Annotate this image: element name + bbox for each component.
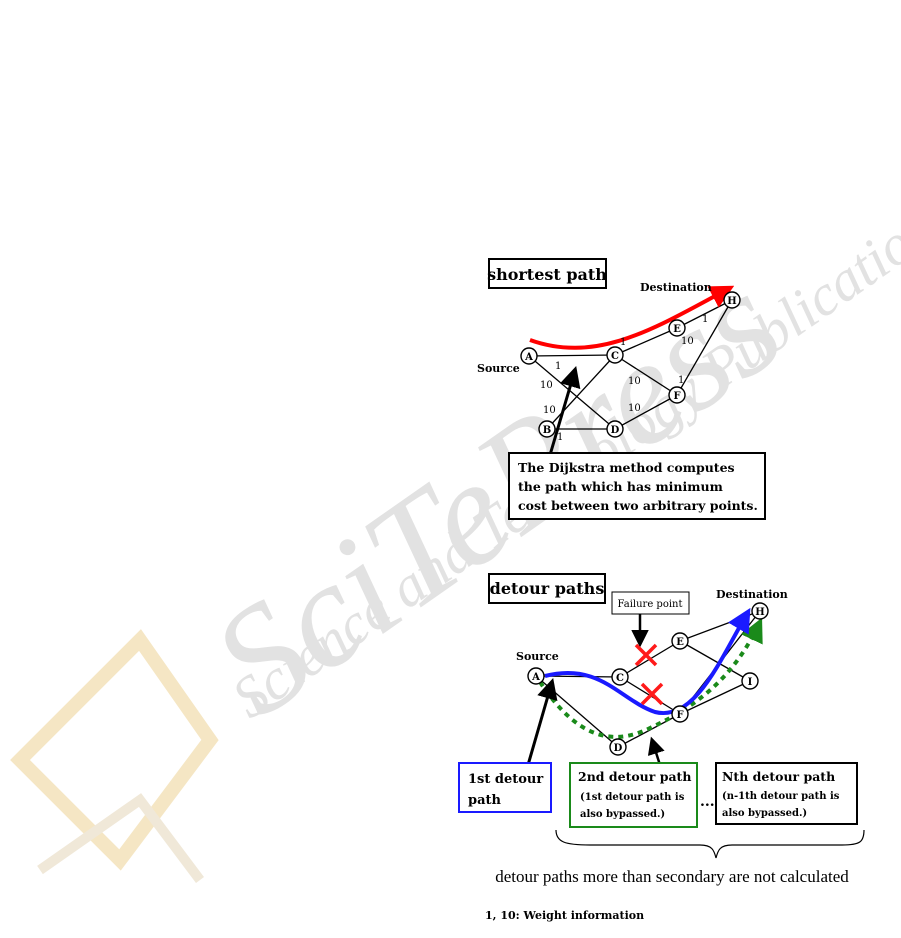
shortest-path-title: shortest path bbox=[487, 265, 607, 284]
b-node-f-label: F bbox=[676, 710, 683, 721]
grouping-brace bbox=[555, 829, 865, 859]
nth-detour-line-2: (n-1th detour path is bbox=[722, 791, 840, 802]
first-detour-callout-arrow bbox=[526, 677, 558, 766]
edge-a-d bbox=[528, 355, 616, 430]
node-b-label: B bbox=[543, 425, 551, 436]
b-node-h: H bbox=[751, 602, 769, 620]
node-c-label: C bbox=[611, 351, 619, 362]
second-detour-box bbox=[569, 762, 698, 828]
first-detour-box bbox=[458, 762, 552, 813]
node-b: B bbox=[538, 420, 556, 438]
b-edge-a-d bbox=[535, 675, 619, 748]
first-detour-line-2: path bbox=[468, 793, 502, 808]
weight-bc: 10 bbox=[543, 405, 556, 416]
nth-detour-line-1: Nth detour path bbox=[722, 769, 835, 784]
top-destination-label: Destination bbox=[640, 281, 712, 294]
bottom-edges bbox=[535, 610, 761, 748]
nth-detour-line-3: also bypassed.) bbox=[722, 808, 807, 819]
weight-ac: 1 bbox=[555, 361, 561, 372]
nth-detour-box bbox=[715, 762, 858, 825]
b-node-e-label: E bbox=[676, 637, 684, 648]
top-weights: 1 10 10 1 1 10 10 1 10 1 bbox=[540, 314, 708, 443]
weight-bd: 1 bbox=[557, 432, 563, 443]
failure-point-box bbox=[611, 591, 690, 615]
top-nodes: A B C D E F H bbox=[520, 291, 741, 438]
b-node-f: F bbox=[671, 705, 689, 723]
b-node-i: I bbox=[741, 672, 759, 690]
second-detour-line-3: also bypassed.) bbox=[580, 809, 665, 820]
edge-d-f bbox=[614, 394, 678, 430]
shortest-path-title-box bbox=[488, 258, 607, 289]
dijkstra-callout-arrow bbox=[548, 365, 581, 456]
second-detour-line-1: 2nd detour path bbox=[578, 769, 691, 784]
weight-eh: 1 bbox=[702, 314, 708, 325]
weight-cf: 10 bbox=[628, 376, 641, 387]
b-node-d-label: D bbox=[614, 743, 623, 754]
detour-ellipsis: ... bbox=[700, 794, 715, 810]
node-a: A bbox=[520, 347, 538, 365]
detour-paths-diagram: detour paths Failure point bbox=[458, 573, 865, 886]
first-detour-line-1: 1st detour bbox=[468, 772, 543, 787]
weight-legend: 1, 10: Weight information bbox=[485, 909, 644, 922]
bottom-destination-label: Destination bbox=[716, 588, 788, 601]
weight-df: 10 bbox=[628, 403, 641, 414]
dijkstra-callout-box bbox=[508, 452, 766, 520]
edge-a-c bbox=[528, 354, 616, 357]
dijkstra-callout-line-3: cost between two arbitrary points. bbox=[518, 498, 758, 513]
watermark-logo-icon bbox=[10, 629, 219, 883]
first-detour-path bbox=[544, 607, 751, 716]
second-detour-callout-arrow bbox=[647, 736, 665, 766]
node-f: F bbox=[668, 386, 686, 404]
second-detour-line-2: (1st detour path is bbox=[580, 792, 685, 803]
edge-c-e bbox=[614, 327, 678, 356]
b-node-h-label: H bbox=[755, 607, 764, 618]
b-edge-e-i bbox=[679, 640, 751, 682]
b-node-d: D bbox=[609, 738, 627, 756]
node-d-label: D bbox=[611, 425, 620, 436]
node-e: E bbox=[668, 319, 686, 337]
top-source-label: Source bbox=[477, 362, 520, 375]
failure-x-icon-1 bbox=[634, 643, 658, 667]
node-f-label: F bbox=[673, 391, 680, 402]
node-h-label: H bbox=[727, 296, 736, 307]
node-c: C bbox=[606, 346, 624, 364]
node-a-label: A bbox=[524, 352, 533, 363]
weight-ce: 1 bbox=[620, 337, 626, 348]
b-node-a: A bbox=[527, 667, 545, 685]
b-node-i-label: I bbox=[748, 677, 753, 688]
node-h: H bbox=[723, 291, 741, 309]
shortest-path-diagram: shortest path 1 10 10 1 1 10 10 1 10 1 bbox=[477, 258, 766, 520]
b-node-c-label: C bbox=[616, 673, 624, 684]
bottom-source-label: Source bbox=[516, 650, 559, 663]
node-d: D bbox=[606, 420, 624, 438]
dijkstra-callout-line-2: the path which has minimum bbox=[518, 479, 723, 494]
edge-f-h bbox=[676, 299, 733, 396]
dijkstra-callout-line-1: The Dijkstra method computes bbox=[518, 460, 735, 475]
b-node-e: E bbox=[671, 632, 689, 650]
failure-x-icon-2 bbox=[640, 682, 664, 706]
detour-title: detour paths bbox=[490, 579, 605, 598]
brace-caption: detour paths more than secondary are not… bbox=[495, 867, 849, 886]
detour-title-box bbox=[488, 573, 606, 604]
weight-e-lower: 10 bbox=[681, 336, 694, 347]
edge-c-f bbox=[614, 354, 678, 396]
node-e-label: E bbox=[673, 324, 681, 335]
b-node-a-label: A bbox=[531, 672, 540, 683]
weight-fh: 1 bbox=[678, 375, 684, 386]
edge-b-c bbox=[546, 354, 616, 430]
second-detour-path bbox=[538, 617, 763, 739]
failure-point-label: Failure point bbox=[617, 599, 682, 610]
b-node-c: C bbox=[611, 668, 629, 686]
shortest-path-arrow bbox=[529, 285, 735, 350]
b-edge-f-i bbox=[679, 680, 751, 715]
weight-ad: 10 bbox=[540, 380, 553, 391]
bottom-nodes: A C D E F H I bbox=[527, 602, 769, 756]
